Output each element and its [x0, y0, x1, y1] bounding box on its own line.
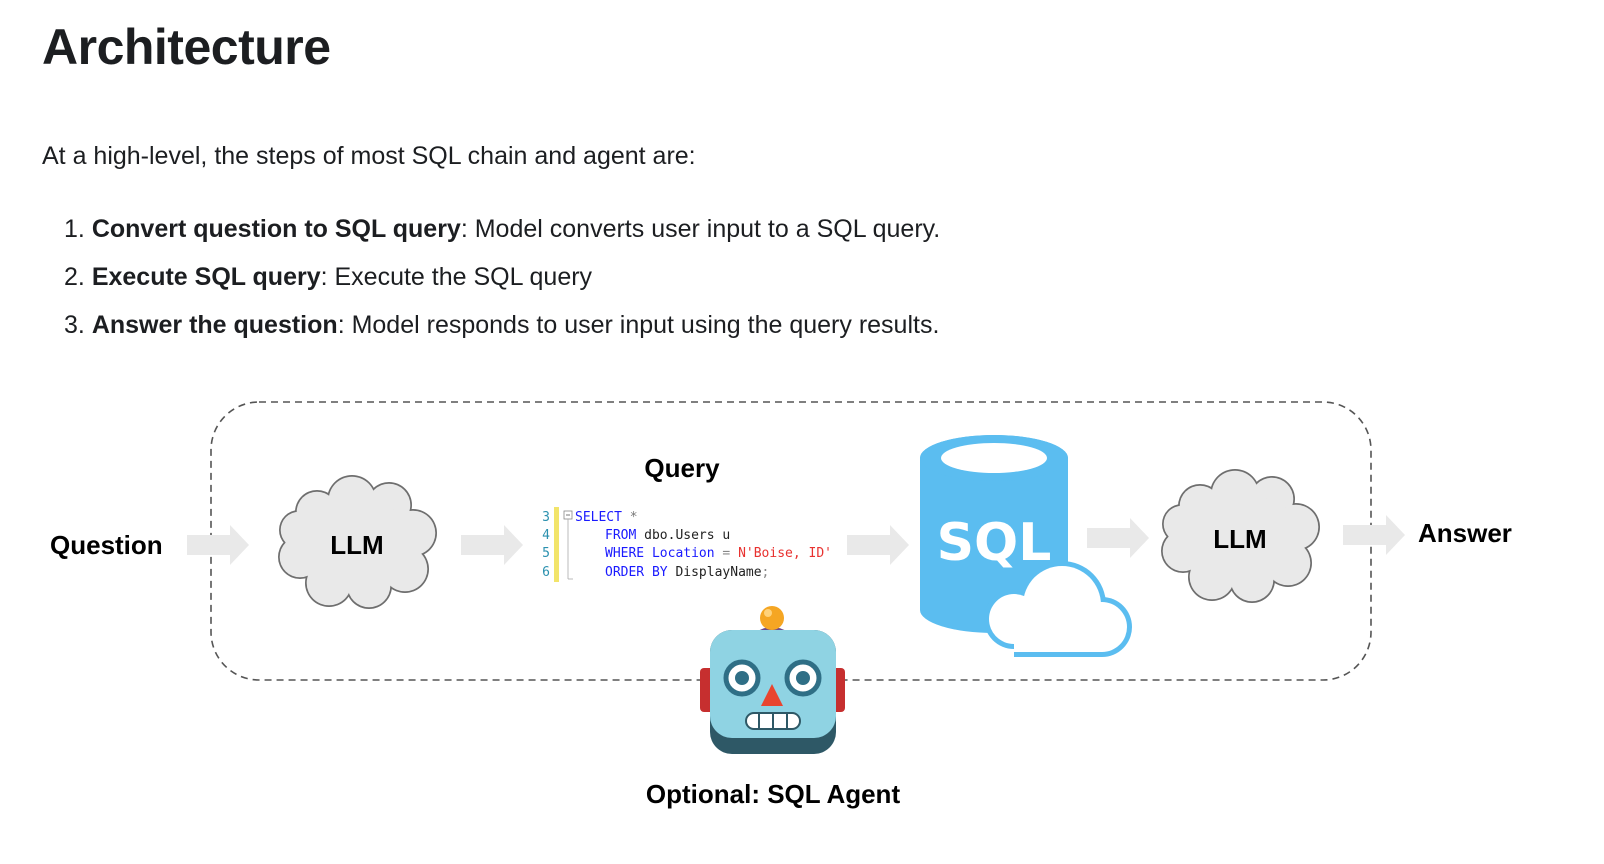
- code-token: WHERE: [605, 546, 644, 561]
- step-title: Execute SQL query: [91, 263, 321, 291]
- query-label: Query: [644, 453, 720, 483]
- code-line: WHERE Location = N'Boise, ID': [605, 546, 832, 561]
- list-item: 2. Execute SQL query: Execute the SQL qu…: [64, 256, 940, 304]
- arrow-right-icon: [187, 525, 249, 565]
- code-token: Location: [644, 546, 714, 561]
- step-text: : Execute the SQL query: [320, 263, 593, 291]
- llm-label: LLM: [1213, 524, 1266, 554]
- answer-label: Answer: [1418, 518, 1512, 548]
- line-number: 6: [542, 565, 550, 580]
- step-number: 2.: [64, 263, 85, 291]
- code-token: *: [622, 510, 638, 525]
- cloud-icon: [984, 561, 1132, 657]
- code-line: FROM dbo.Users u: [605, 528, 730, 543]
- step-text: : Model converts user input to a SQL que…: [460, 215, 941, 243]
- list-item: 3. Answer the question: Model responds t…: [64, 304, 940, 352]
- step-number: 1.: [64, 215, 85, 243]
- question-label: Question: [50, 530, 163, 560]
- llm-label: LLM: [330, 530, 383, 560]
- list-item: 1. Convert question to SQL query: Model …: [64, 208, 940, 256]
- code-token: dbo.Users u: [636, 528, 730, 543]
- arrow-right-icon: [847, 525, 909, 565]
- code-token: SELECT: [575, 510, 622, 525]
- step-text: : Model responds to user input using the…: [337, 311, 940, 339]
- line-number: 3: [542, 510, 550, 525]
- line-number: 5: [542, 546, 550, 561]
- code-token: ;: [762, 565, 770, 580]
- arrow-right-icon: [1087, 518, 1149, 558]
- steps-list: 1. Convert question to SQL query: Model …: [64, 208, 940, 352]
- code-snippet: 3 4 5 6 SELECT * FROM dbo.Users u WHERE …: [542, 507, 832, 582]
- code-token: FROM: [605, 528, 636, 543]
- page-title: Architecture: [42, 19, 331, 75]
- code-token: DisplayName: [668, 565, 762, 580]
- code-token: =: [715, 546, 738, 561]
- arrow-right-icon: [1343, 515, 1405, 555]
- cloud-icon: [1161, 469, 1320, 603]
- code-line: ORDER BY DisplayName;: [605, 565, 769, 580]
- step-title: Answer the question: [91, 311, 338, 339]
- step-number: 3.: [64, 311, 85, 339]
- step-title: Convert question to SQL query: [91, 215, 461, 243]
- code-token: N'Boise, ID': [738, 546, 832, 561]
- sql-label: SQL: [937, 513, 1052, 573]
- intro-paragraph: At a high-level, the steps of most SQL c…: [42, 142, 696, 170]
- code-line: SELECT *: [575, 510, 638, 525]
- cloud-icon: [278, 475, 437, 609]
- robot-icon: [700, 606, 845, 754]
- arrow-right-icon: [461, 525, 523, 565]
- architecture-diagram: Question LLM Query 3 4 5 6: [50, 401, 1512, 809]
- code-token: ORDER BY: [605, 565, 668, 580]
- line-number: 4: [542, 528, 550, 543]
- agent-label: Optional: SQL Agent: [646, 779, 901, 809]
